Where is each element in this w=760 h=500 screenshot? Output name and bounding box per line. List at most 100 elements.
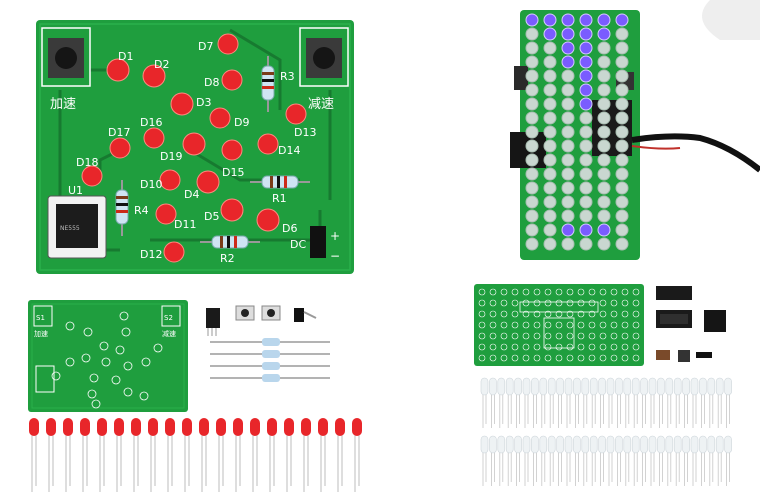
blue-led bbox=[561, 69, 575, 83]
loose-clear-led bbox=[665, 377, 674, 396]
pcb-pad bbox=[500, 343, 508, 351]
blue-led bbox=[579, 27, 593, 41]
blue-led bbox=[561, 83, 575, 97]
led-d15 bbox=[221, 139, 243, 161]
blue-led bbox=[543, 69, 557, 83]
pcb-pad bbox=[555, 321, 563, 329]
blue-led bbox=[561, 41, 575, 55]
blue-led bbox=[543, 97, 557, 111]
blue-led bbox=[615, 97, 629, 111]
pcb-pad bbox=[478, 288, 486, 296]
slide-switch-kit bbox=[656, 350, 670, 360]
pcb-pad bbox=[533, 354, 541, 362]
blue-led bbox=[615, 83, 629, 97]
ic-component bbox=[206, 308, 220, 336]
pcb-pad bbox=[599, 332, 607, 340]
pcb-pad bbox=[478, 299, 486, 307]
blue-led bbox=[579, 13, 593, 27]
pcb-pad bbox=[555, 288, 563, 296]
pcb-pad bbox=[533, 332, 541, 340]
blue-led bbox=[615, 125, 629, 139]
pcb-pad bbox=[632, 310, 640, 318]
loose-red-led bbox=[301, 418, 311, 436]
loose-clear-led bbox=[539, 435, 548, 454]
loose-red-led bbox=[114, 418, 124, 436]
blue-led bbox=[597, 83, 611, 97]
blue-led-grid bbox=[525, 13, 629, 251]
loose-red-led bbox=[63, 418, 73, 436]
loose-clear-led bbox=[581, 377, 590, 396]
loose-clear-led bbox=[598, 435, 606, 454]
blue-led bbox=[615, 237, 629, 251]
pcb-pad bbox=[632, 299, 640, 307]
r3-label: R3 bbox=[280, 70, 295, 83]
pcb-pad bbox=[599, 321, 607, 329]
pcb-pad bbox=[588, 321, 596, 329]
pcb-pad bbox=[577, 354, 585, 362]
loose-clear-led bbox=[573, 377, 581, 396]
plus-sign: + bbox=[330, 229, 340, 243]
pcb-pad bbox=[544, 354, 552, 362]
loose-red-led bbox=[233, 418, 243, 436]
pcb-pad bbox=[544, 288, 552, 296]
loose-clear-led bbox=[505, 377, 514, 396]
pcb-pad bbox=[522, 288, 530, 296]
led-d19 bbox=[182, 132, 206, 156]
led-d16 bbox=[143, 127, 165, 149]
u1-label: U1 bbox=[68, 184, 83, 197]
pcb-pad bbox=[544, 343, 552, 351]
loose-clear-led bbox=[564, 435, 573, 454]
pcb-pad bbox=[621, 288, 629, 296]
loose-clear-led bbox=[673, 435, 682, 454]
pcb-pad bbox=[533, 299, 541, 307]
loose-clear-led bbox=[606, 377, 615, 396]
blue-led bbox=[525, 181, 539, 195]
loose-clear-led bbox=[699, 377, 707, 396]
blue-led bbox=[561, 209, 575, 223]
loose-red-led bbox=[318, 418, 328, 436]
blue-led bbox=[561, 153, 575, 167]
pcb-pad bbox=[632, 354, 640, 362]
red-led-board-svg: 加速 减速 NE555 U1 R3 R1 R2 bbox=[0, 0, 400, 300]
blue-led bbox=[525, 111, 539, 125]
loose-clear-led bbox=[581, 435, 590, 454]
led-d14 bbox=[257, 133, 279, 155]
pcb-pad bbox=[522, 321, 530, 329]
pcb-pad bbox=[566, 310, 574, 318]
blue-led bbox=[543, 167, 557, 181]
pcb-pad bbox=[577, 288, 585, 296]
pcb-pad bbox=[555, 299, 563, 307]
pcb-pad bbox=[610, 310, 618, 318]
blue-led bbox=[561, 139, 575, 153]
led-label-d7: D7 bbox=[198, 40, 213, 53]
pcb-pad bbox=[500, 354, 508, 362]
blue-led bbox=[597, 55, 611, 69]
blue-led bbox=[597, 153, 611, 167]
loose-clear-led bbox=[615, 377, 623, 396]
blue-led bbox=[561, 55, 575, 69]
blue-led bbox=[525, 223, 539, 237]
led-label-d19: D19 bbox=[160, 150, 182, 163]
loose-clear-led bbox=[539, 377, 548, 396]
loose-clear-led bbox=[657, 435, 665, 454]
pcb-pad bbox=[511, 321, 519, 329]
blue-led bbox=[543, 41, 557, 55]
red-leds bbox=[81, 33, 307, 263]
loose-clear-led bbox=[707, 377, 716, 396]
loose-clear-led bbox=[724, 435, 732, 454]
pcb-pad bbox=[577, 310, 585, 318]
pcb-pad bbox=[577, 332, 585, 340]
bare-pcb-large bbox=[474, 284, 644, 366]
blue-led bbox=[525, 13, 539, 27]
pin-header-kit bbox=[696, 352, 712, 358]
blue-led bbox=[543, 195, 557, 209]
blue-led bbox=[579, 139, 593, 153]
pcb-pad bbox=[621, 332, 629, 340]
loose-clear-led bbox=[522, 435, 531, 454]
s2-label: S2 bbox=[164, 314, 173, 322]
red-kit-svg: S1 S2 减速 加速 bbox=[0, 296, 400, 500]
loose-clear-led bbox=[682, 377, 690, 396]
led-label-d1: D1 bbox=[118, 50, 133, 63]
blue-led bbox=[543, 83, 557, 97]
pcb-pad bbox=[588, 310, 596, 318]
